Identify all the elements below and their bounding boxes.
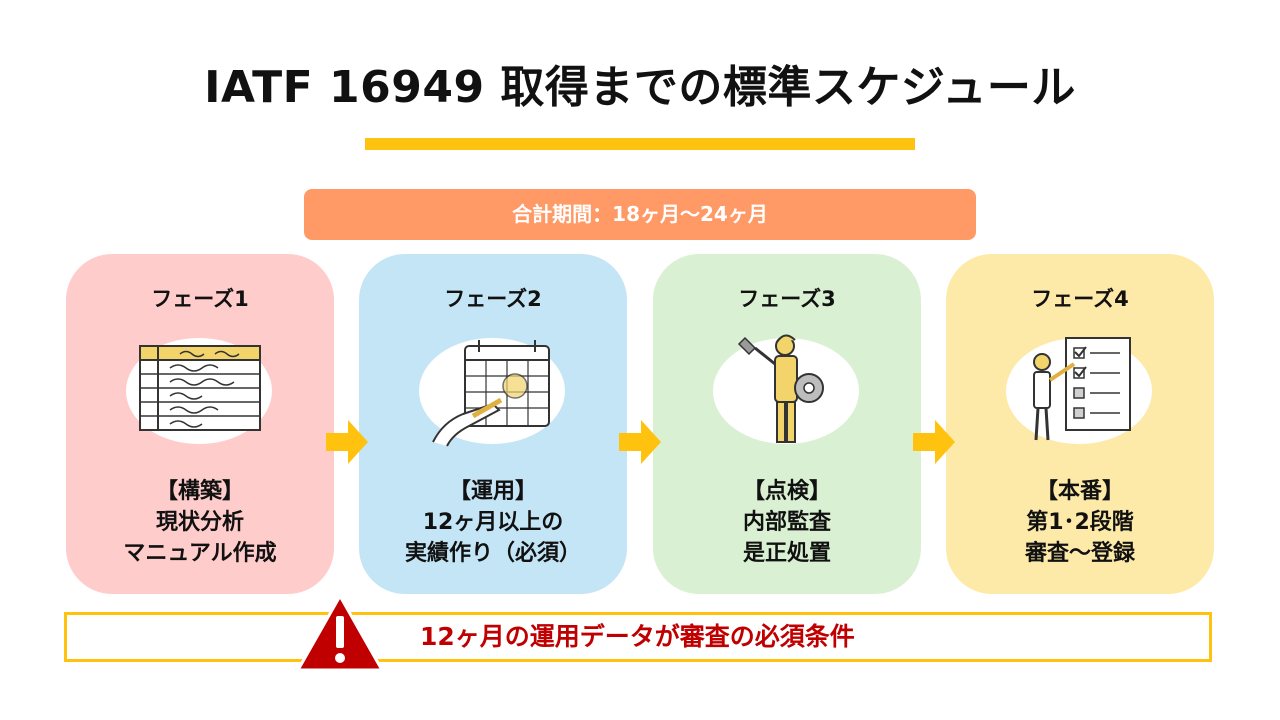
calendar-icon [432, 340, 550, 447]
phase-heading: 【運用】 [448, 479, 537, 504]
arrow-right-icon [913, 420, 955, 464]
phase-line-1: 12ヶ月以上の [422, 510, 564, 535]
total-period-banner: 合計期間：18ヶ月～24ヶ月 [304, 189, 976, 240]
warning-triangle-icon [296, 594, 384, 672]
phase-line-2: マニュアル作成 [123, 541, 277, 566]
phase-description: 【本番】 第1･2段階 審査～登録 [946, 476, 1214, 569]
phase-line-2: 実績作り（必須） [404, 541, 581, 566]
phase-card-2: フェーズ2 【運用】 12ヶ月以上の 実績作り（必須） [359, 254, 627, 594]
phase-line-2: 是正処置 [742, 541, 831, 566]
phase-line-2: 審査～登録 [1024, 541, 1135, 566]
phase-description: 【運用】 12ヶ月以上の 実績作り（必須） [359, 476, 627, 569]
phase-heading: 【本番】 [1035, 479, 1124, 504]
checklist-icon [1033, 337, 1131, 441]
phase-label: フェーズ2 [444, 287, 542, 311]
phase-heading: 【点検】 [742, 479, 831, 504]
page-title: IATF 16949 取得までの標準スケジュール [204, 62, 1076, 113]
title-underline [365, 138, 915, 150]
document-table-icon [139, 345, 261, 431]
phase-line-1: 第1･2段階 [1026, 510, 1134, 535]
phase-card-3: フェーズ3 【点検】 内部監査 是正処置 [653, 254, 921, 594]
phase-line-1: 現状分析 [155, 510, 244, 535]
worker-wrench-icon [737, 334, 824, 443]
phase-label: フェーズ4 [1031, 287, 1129, 311]
arrow-right-icon [619, 420, 661, 464]
arrow-right-icon [326, 420, 368, 464]
phase-heading: 【構築】 [155, 479, 244, 504]
phase-line-1: 内部監査 [742, 510, 831, 535]
warning-box [64, 612, 1212, 662]
phase-card-4: フェーズ4 【本番】 第1･2段階 審査～登録 [946, 254, 1214, 594]
warning-text: 12ヶ月の運用データが審査の必須条件 [420, 622, 855, 651]
phase-description: 【点検】 内部監査 是正処置 [653, 476, 921, 569]
phase-card-1: フェーズ1 【構築】 現状分析 マニュアル作成 [66, 254, 334, 594]
phase-description: 【構築】 現状分析 マニュアル作成 [66, 476, 334, 569]
phase-label: フェーズ3 [738, 287, 836, 311]
phase-label: フェーズ1 [151, 287, 249, 311]
